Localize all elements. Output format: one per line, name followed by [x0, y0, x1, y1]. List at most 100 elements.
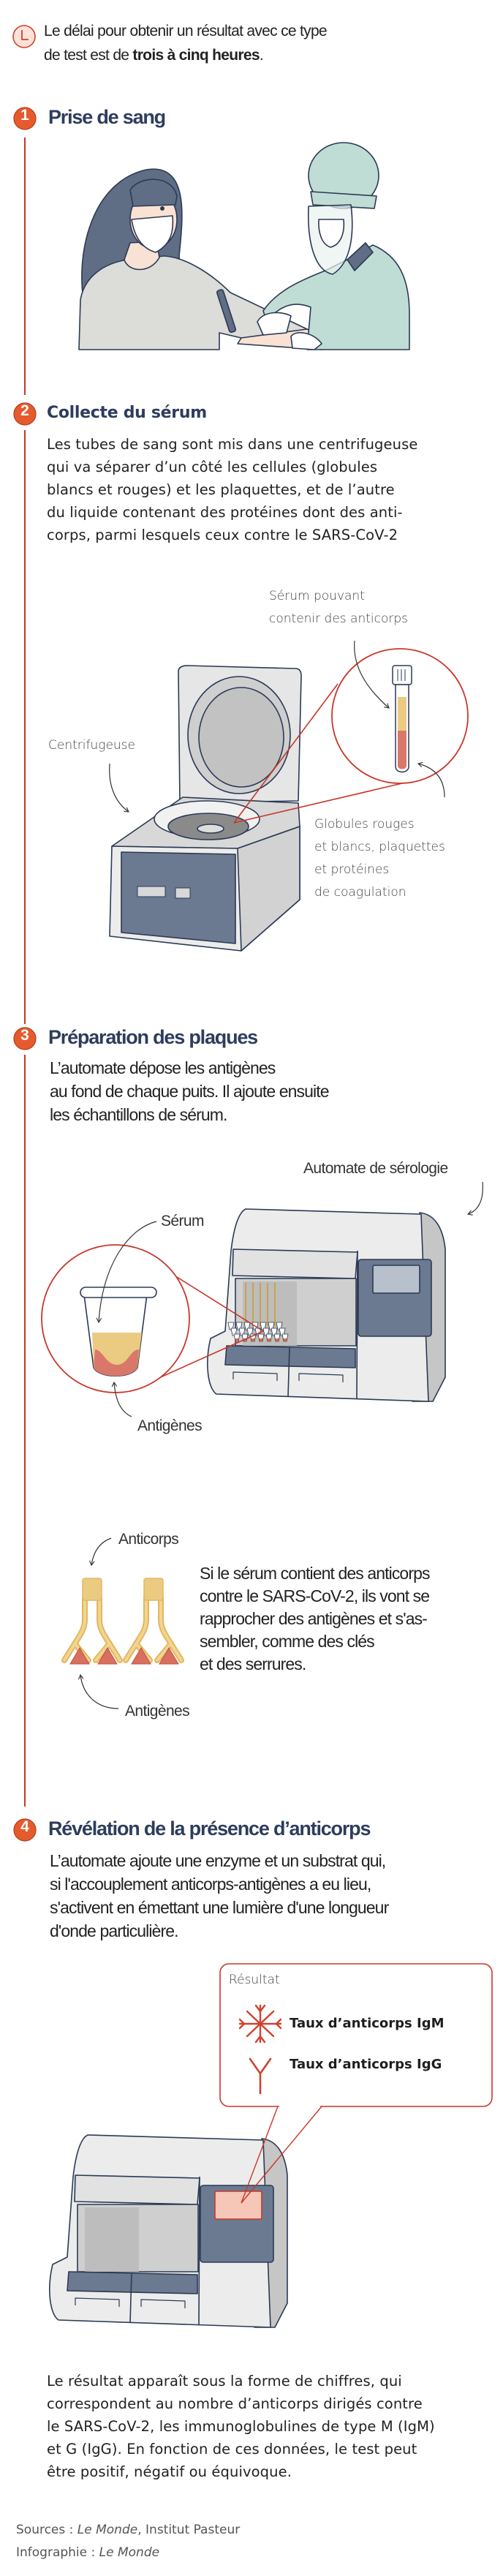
antibody-explanation: Si le sérum contient des anticorps contr…: [200, 1562, 430, 1676]
machine-screen: [372, 1265, 420, 1294]
step-4-text: L’automate ajoute une enzyme et un subst…: [50, 1849, 389, 1943]
text-line: qui va séparer d’un côté les cellules (g…: [47, 459, 378, 475]
nurse-body: [262, 244, 410, 350]
machine-tray: [224, 1345, 356, 1368]
text-line: au fond de chaque puits. Il ajoute ensui…: [50, 1082, 330, 1101]
step-4-title: Révélation de la présence d’anticorps: [48, 1818, 371, 1839]
antigen-icon: [69, 1647, 179, 1665]
sources-publication: Le Monde: [77, 2523, 138, 2537]
label-line: Sérum pouvant: [269, 589, 365, 603]
step-4-number: 4: [20, 1818, 29, 1835]
step-badges: [13, 107, 37, 1842]
step-1-title: Prise de sang: [48, 106, 166, 128]
well-cup: [80, 1287, 157, 1376]
step-1-number: 1: [20, 107, 29, 124]
label-line: et blancs, plaquettes: [314, 840, 445, 854]
intro-line-1: Le délai pour obtenir un résultat avec c…: [44, 23, 328, 39]
text-line: du liquide contenant des protéines dont …: [47, 504, 403, 521]
text-line: Les tubes de sang sont mis dans une cent…: [47, 436, 418, 453]
sources-credit: Sources : Le Monde, Institut Pasteur Inf…: [16, 2519, 240, 2564]
text-line: et des serrures.: [200, 1654, 306, 1673]
text-line: contre le SARS-CoV-2, ils vont se: [200, 1586, 430, 1605]
anticorps-label: Anticorps: [118, 1531, 179, 1548]
igg-icon: [249, 2057, 272, 2095]
text-line: sembler, comme des clés: [200, 1632, 375, 1651]
text-line: Le résultat apparaît sous la forme de ch…: [47, 2373, 402, 2389]
automate-arrow: [466, 1181, 483, 1216]
serum-arrow: [96, 1221, 157, 1324]
blood-draw-illustration: [78, 142, 410, 350]
well-zoom: [41, 1181, 483, 1417]
step-4-badge: [13, 1818, 37, 1842]
antigenes-arrow: [111, 1381, 132, 1417]
serum-arrow: [354, 640, 390, 709]
antigenes-arrow: [77, 1673, 119, 1709]
text-line: Si le sérum contient des anticorps: [200, 1564, 430, 1583]
infographie-line: Infographie : Le Monde: [16, 2542, 240, 2564]
text-line: blancs et rouges) et les plaquettes, et …: [47, 481, 395, 498]
step-3-number: 3: [20, 1027, 29, 1044]
serology-automate-step3: [207, 1208, 446, 1402]
patient-mask: [131, 215, 174, 253]
centrifuge-label: Centrifugeuse: [48, 738, 135, 753]
serology-automate-step4: [49, 2134, 288, 2328]
anticorps-arrow: [89, 1537, 112, 1567]
result-title: Résultat: [229, 1973, 280, 1987]
infographie-publication: Le Monde: [99, 2545, 160, 2560]
serum-label: Sérum pouvant contenir des anticorps: [269, 585, 408, 630]
intro-duration: trois à cinq heures: [132, 47, 260, 64]
tourniquet: [216, 289, 237, 334]
pipettes-and-wells: [227, 1283, 289, 1342]
igg-label: Taux d’anticorps IgG: [290, 2057, 442, 2072]
machine-tray: [67, 2271, 198, 2294]
intro-line-2: de test est de trois à cinq heures.: [44, 43, 327, 67]
label-line: Globules rouges: [314, 817, 415, 832]
infographie-label: Infographie :: [16, 2545, 99, 2560]
machine-screen: [214, 2191, 262, 2220]
text-line: corps, parmi lesquels ceux contre le SAR…: [47, 527, 398, 543]
text-line: s'activent en émettant une lumière d'une…: [50, 1898, 389, 1917]
antibody-antigen-diagram: [61, 1537, 184, 1709]
serum-tube-zoom: [109, 640, 469, 824]
label-line: de coagulation: [314, 885, 406, 900]
step-2-badge: [13, 402, 37, 426]
conclusion-text: Le résultat apparaît sous la forme de ch…: [47, 2370, 435, 2483]
label-line: et protéines: [314, 862, 390, 877]
intro-text-part: de test est de: [44, 47, 133, 64]
automate-label: Automate de sérologie: [303, 1160, 448, 1177]
text-line: d'onde particulière.: [50, 1921, 179, 1940]
sources-label: Sources :: [16, 2523, 77, 2537]
step-2-number: 2: [20, 402, 29, 419]
igm-icon: [238, 2004, 282, 2044]
text-line: L’automate dépose les antigènes: [50, 1058, 276, 1077]
text-line: L’automate ajoute une enzyme et un subst…: [50, 1851, 386, 1870]
text-line: et G (IgG). En fonction de ces données, …: [47, 2441, 417, 2458]
nurse-glove: [257, 312, 292, 336]
label-line: contenir des anticorps: [269, 611, 409, 626]
antigenes-label-2: Antigènes: [125, 1703, 190, 1720]
centrifuge-illustration: [109, 665, 302, 952]
igm-label: Taux d’anticorps IgM: [290, 2016, 445, 2031]
blood-tube: [392, 665, 412, 773]
intro-text: Le délai pour obtenir un résultat avec c…: [44, 19, 328, 67]
step-3-badge: [13, 1027, 37, 1050]
step-3-title: Préparation des plaques: [48, 1026, 258, 1048]
result-box: [219, 1963, 493, 2107]
antibody-icon: [123, 1578, 184, 1663]
text-line: rapprocher des antigènes et s'as-: [200, 1609, 428, 1628]
nurse-collar: [347, 242, 374, 271]
clock-icon: [12, 25, 36, 48]
sources-rest: , Institut Pasteur: [137, 2523, 241, 2537]
text-line: si l'accouplement anticorps-antigènes a …: [50, 1875, 371, 1894]
antibody-icon: [61, 1578, 123, 1663]
globules-arrow: [417, 761, 445, 798]
result-callout: [219, 1963, 493, 2204]
step-2-text: Les tubes de sang sont mis dans une cent…: [47, 433, 417, 546]
text-line: correspondent au nombre d’anticorps diri…: [47, 2395, 423, 2412]
step-3-text: L’automate dépose les antigènes au fond …: [50, 1056, 330, 1126]
antigenes-label: Antigènes: [137, 1417, 203, 1434]
text-line: être positif, négatif ou équivoque.: [47, 2463, 292, 2480]
serum-label-2: Sérum: [161, 1213, 204, 1229]
step-1-badge: [13, 107, 37, 130]
